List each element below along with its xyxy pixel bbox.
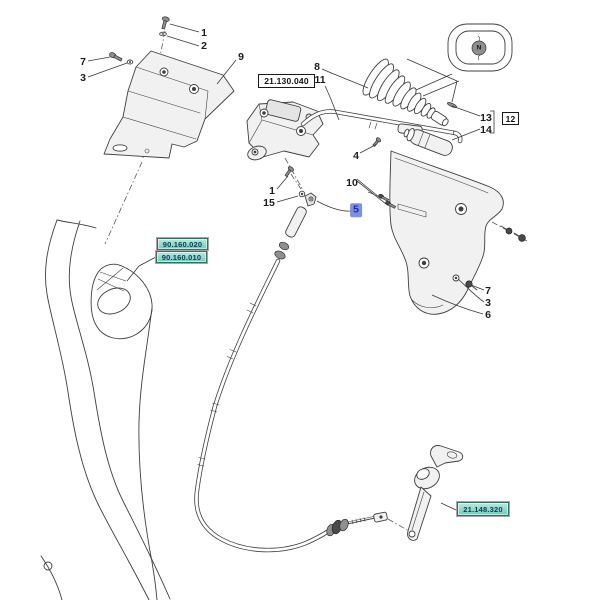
callout-6-panel[interactable]: 6 xyxy=(485,308,491,321)
callout-1-screw[interactable]: 1 xyxy=(201,26,207,39)
cover-panel-art[interactable] xyxy=(389,150,504,315)
misc-fasteners-art[interactable] xyxy=(284,137,526,291)
callout-9-bracket[interactable]: 9 xyxy=(238,50,244,63)
callout-7-right[interactable]: 7 xyxy=(485,284,491,297)
console-panel-art[interactable] xyxy=(40,219,171,600)
callout-3-left[interactable]: 3 xyxy=(80,71,86,84)
gearshift-cable-art[interactable] xyxy=(194,192,388,553)
callout-15-nut[interactable]: 15 xyxy=(263,196,275,209)
callout-2-washer[interactable]: 2 xyxy=(201,39,207,52)
knob-neutral-letter: N xyxy=(476,44,482,52)
callout-10-screws[interactable]: 10 xyxy=(346,176,358,189)
grip-handle-art[interactable] xyxy=(402,125,455,157)
ref-link-lever[interactable]: 21.148.320 xyxy=(457,502,509,516)
support-bracket-art[interactable] xyxy=(103,50,235,159)
control-lever-art[interactable] xyxy=(407,445,464,541)
callout-11-rod[interactable]: 11 xyxy=(314,73,326,86)
assembly-ref-box[interactable]: 21.130.040 xyxy=(258,74,315,88)
callout-13-knob-mount[interactable]: 13 xyxy=(480,111,492,124)
ref-link-console-lower[interactable]: 90.160.010 xyxy=(156,251,207,263)
shifter-mechanism-art[interactable] xyxy=(246,99,324,162)
callout-5-selected[interactable]: 5 xyxy=(350,203,362,217)
callout-4-screw[interactable]: 4 xyxy=(353,149,359,162)
bracket-fasteners-art[interactable] xyxy=(109,16,170,65)
callout-14-grip[interactable]: 14 xyxy=(480,123,492,136)
callout-3-right[interactable]: 3 xyxy=(485,296,491,309)
shift-boot-art[interactable] xyxy=(359,56,459,141)
leader-lines xyxy=(87,23,495,511)
callout-7-left[interactable]: 7 xyxy=(80,55,86,68)
gear-knob-art[interactable] xyxy=(447,23,513,108)
knob-assembly-ref-box[interactable]: 12 xyxy=(502,112,519,125)
callout-1-mid[interactable]: 1 xyxy=(269,184,275,197)
callout-8-boot[interactable]: 8 xyxy=(314,60,320,73)
ref-link-console-upper[interactable]: 90.160.020 xyxy=(157,238,208,250)
